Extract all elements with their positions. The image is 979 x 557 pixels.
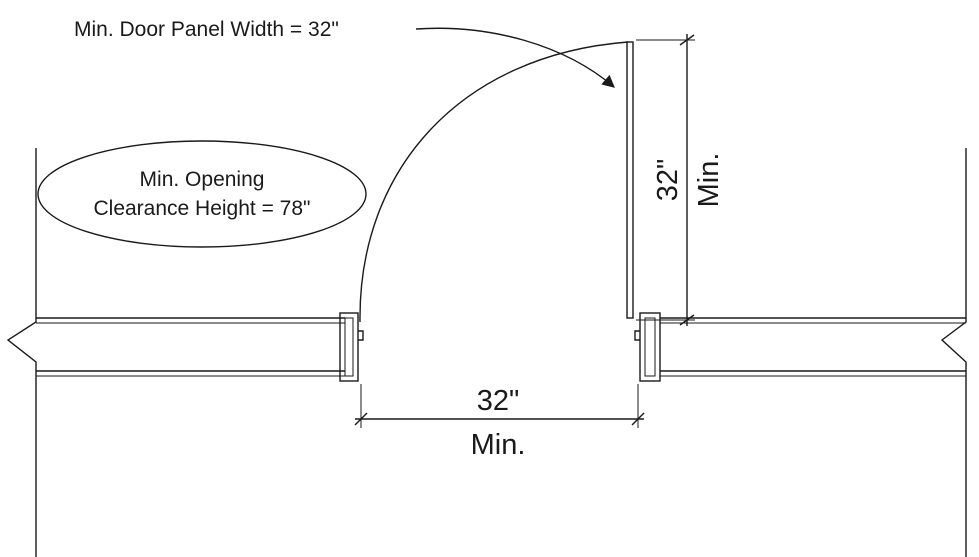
door-swing-arc [359, 41, 629, 323]
door-leaf [626, 41, 634, 319]
panel-width-suffix: Min. [693, 153, 725, 208]
clearance-height-line-1: Min. Opening [140, 168, 265, 191]
panel-width-value: 32" [652, 159, 684, 202]
panel-width-dimension [636, 34, 695, 326]
opening-width-suffix: Min. [471, 429, 526, 461]
left-door-jamb [339, 312, 364, 382]
left-break-line [6, 318, 37, 382]
right-break-line [940, 318, 967, 382]
right-door-jamb [634, 312, 661, 382]
clearance-height-line-2: Clearance Height = 78" [93, 197, 310, 220]
opening-width-dimension [354, 384, 645, 428]
panel-width-leader-arrow [415, 27, 615, 88]
opening-width-value: 32" [477, 385, 520, 417]
panel-width-note: Min. Door Panel Width = 32" [74, 18, 339, 41]
left-wall-section [6, 317, 345, 382]
right-wall-section [660, 317, 967, 382]
clearance-height-oval [37, 140, 367, 248]
